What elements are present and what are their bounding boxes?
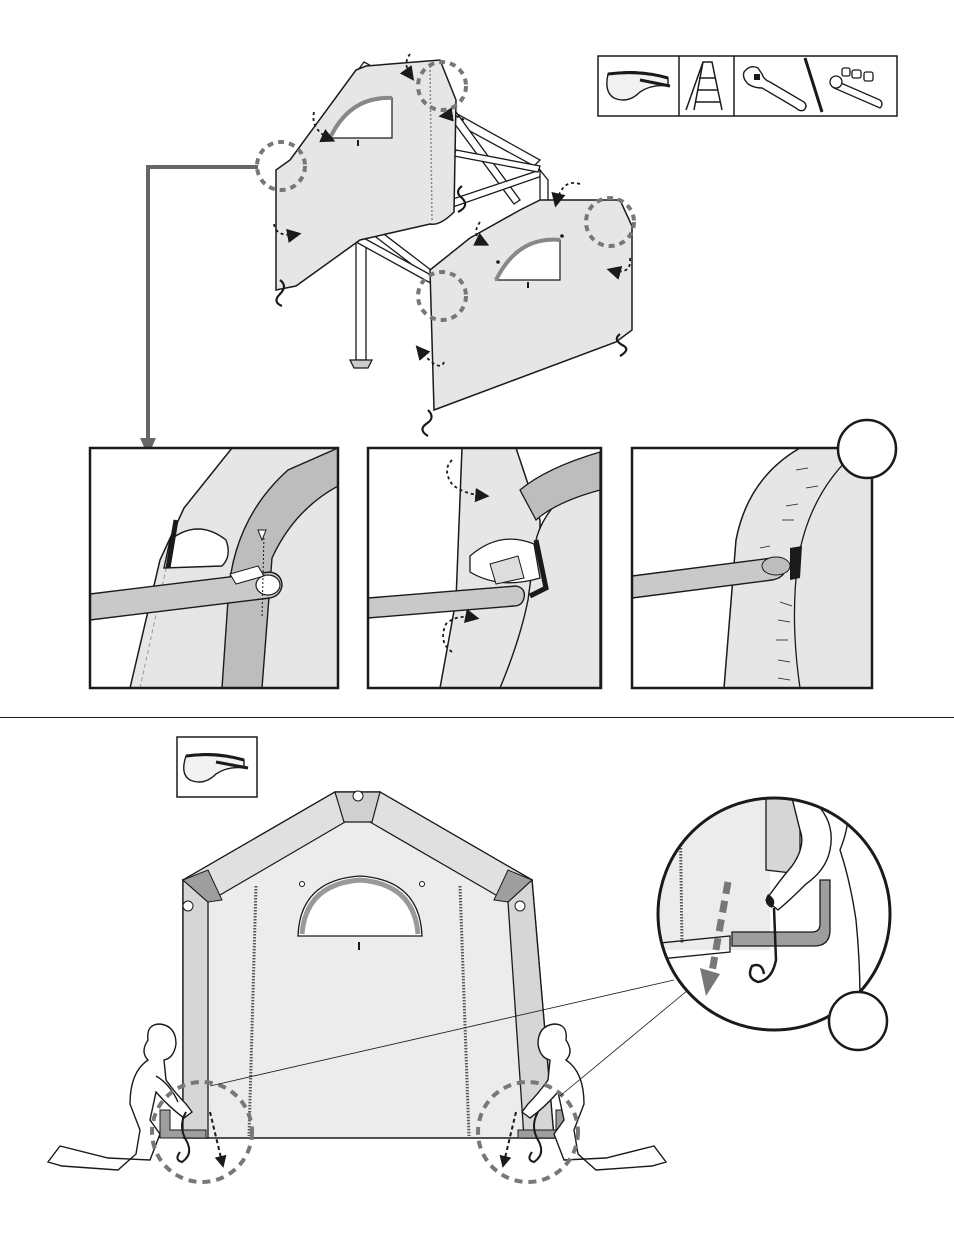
kneeling-person-right [522,1024,666,1170]
kneeling-person-left [48,1024,192,1170]
zoom-detail-badge [829,992,887,1050]
zoom-leader-bottom [560,990,688,1096]
lower-tools-panel [177,737,257,797]
zoom-detail [650,790,900,1050]
